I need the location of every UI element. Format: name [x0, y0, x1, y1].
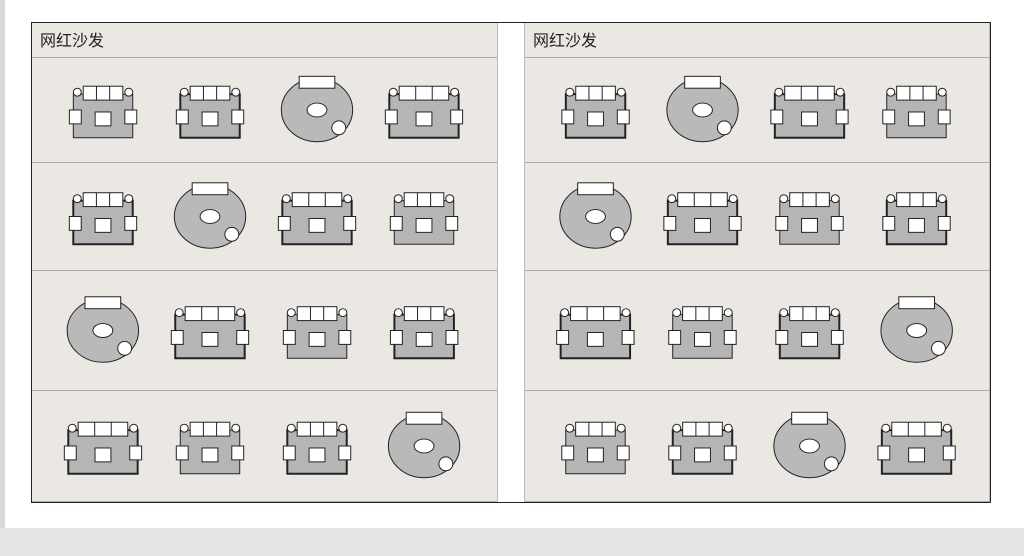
- sofa-floor-plan-icon[interactable]: [277, 192, 357, 246]
- sofa-floor-plan-icon[interactable]: [882, 192, 951, 246]
- catalog-frame: 网红沙发 网红沙发: [31, 22, 991, 503]
- plan-row: [525, 271, 989, 391]
- panel-title: 网红沙发: [32, 23, 497, 58]
- sofa-floor-plan-icon[interactable]: [280, 75, 354, 143]
- sofa-floor-plan-icon[interactable]: [175, 85, 245, 139]
- sofa-floor-plan-icon[interactable]: [66, 296, 140, 363]
- sofa-floor-plan-icon[interactable]: [775, 192, 844, 245]
- sofa-floor-plan-icon[interactable]: [282, 421, 352, 475]
- plan-row: [32, 391, 497, 502]
- sofa-floor-plan-icon[interactable]: [561, 85, 630, 139]
- plan-row: [525, 391, 989, 502]
- panel-title: 网红沙发: [525, 23, 989, 58]
- sofa-floor-plan-icon[interactable]: [68, 192, 138, 246]
- sofa-floor-plan-icon[interactable]: [170, 306, 250, 360]
- sofa-floor-plan-icon[interactable]: [877, 421, 956, 475]
- sofa-floor-plan-icon[interactable]: [666, 75, 739, 143]
- plan-row: [525, 163, 989, 271]
- sofa-floor-plan-icon[interactable]: [559, 182, 632, 249]
- sofa-floor-plan-icon[interactable]: [556, 306, 635, 360]
- page-shadow-bottom: [0, 528, 1024, 556]
- sofa-floor-plan-icon[interactable]: [389, 192, 459, 245]
- sofa-floor-plan-icon[interactable]: [668, 421, 737, 475]
- panel-right: 网红沙发: [524, 23, 990, 502]
- sofa-floor-plan-icon[interactable]: [770, 85, 849, 139]
- sofa-floor-plan-icon[interactable]: [387, 411, 461, 479]
- panel-left: 网红沙发: [32, 23, 498, 502]
- plan-row: [32, 271, 497, 391]
- sofa-floor-plan-icon[interactable]: [173, 182, 247, 249]
- sofa-floor-plan-icon[interactable]: [389, 306, 459, 360]
- plan-row: [32, 58, 497, 163]
- sofa-floor-plan-icon[interactable]: [775, 306, 844, 360]
- sofa-floor-plan-icon[interactable]: [68, 85, 138, 139]
- sofa-floor-plan-icon[interactable]: [282, 306, 352, 359]
- plan-row: [32, 163, 497, 271]
- sofa-floor-plan-icon[interactable]: [175, 421, 245, 475]
- sofa-floor-plan-icon[interactable]: [561, 421, 630, 475]
- page-shadow: [0, 0, 5, 556]
- sofa-floor-plan-icon[interactable]: [668, 306, 737, 359]
- sofa-floor-plan-icon[interactable]: [63, 421, 143, 475]
- sofa-floor-plan-icon[interactable]: [882, 85, 951, 139]
- plan-row: [525, 58, 989, 163]
- sofa-floor-plan-icon[interactable]: [384, 85, 464, 139]
- sofa-floor-plan-icon[interactable]: [663, 192, 742, 246]
- sofa-floor-plan-icon[interactable]: [773, 411, 846, 479]
- sofa-floor-plan-icon[interactable]: [880, 296, 953, 363]
